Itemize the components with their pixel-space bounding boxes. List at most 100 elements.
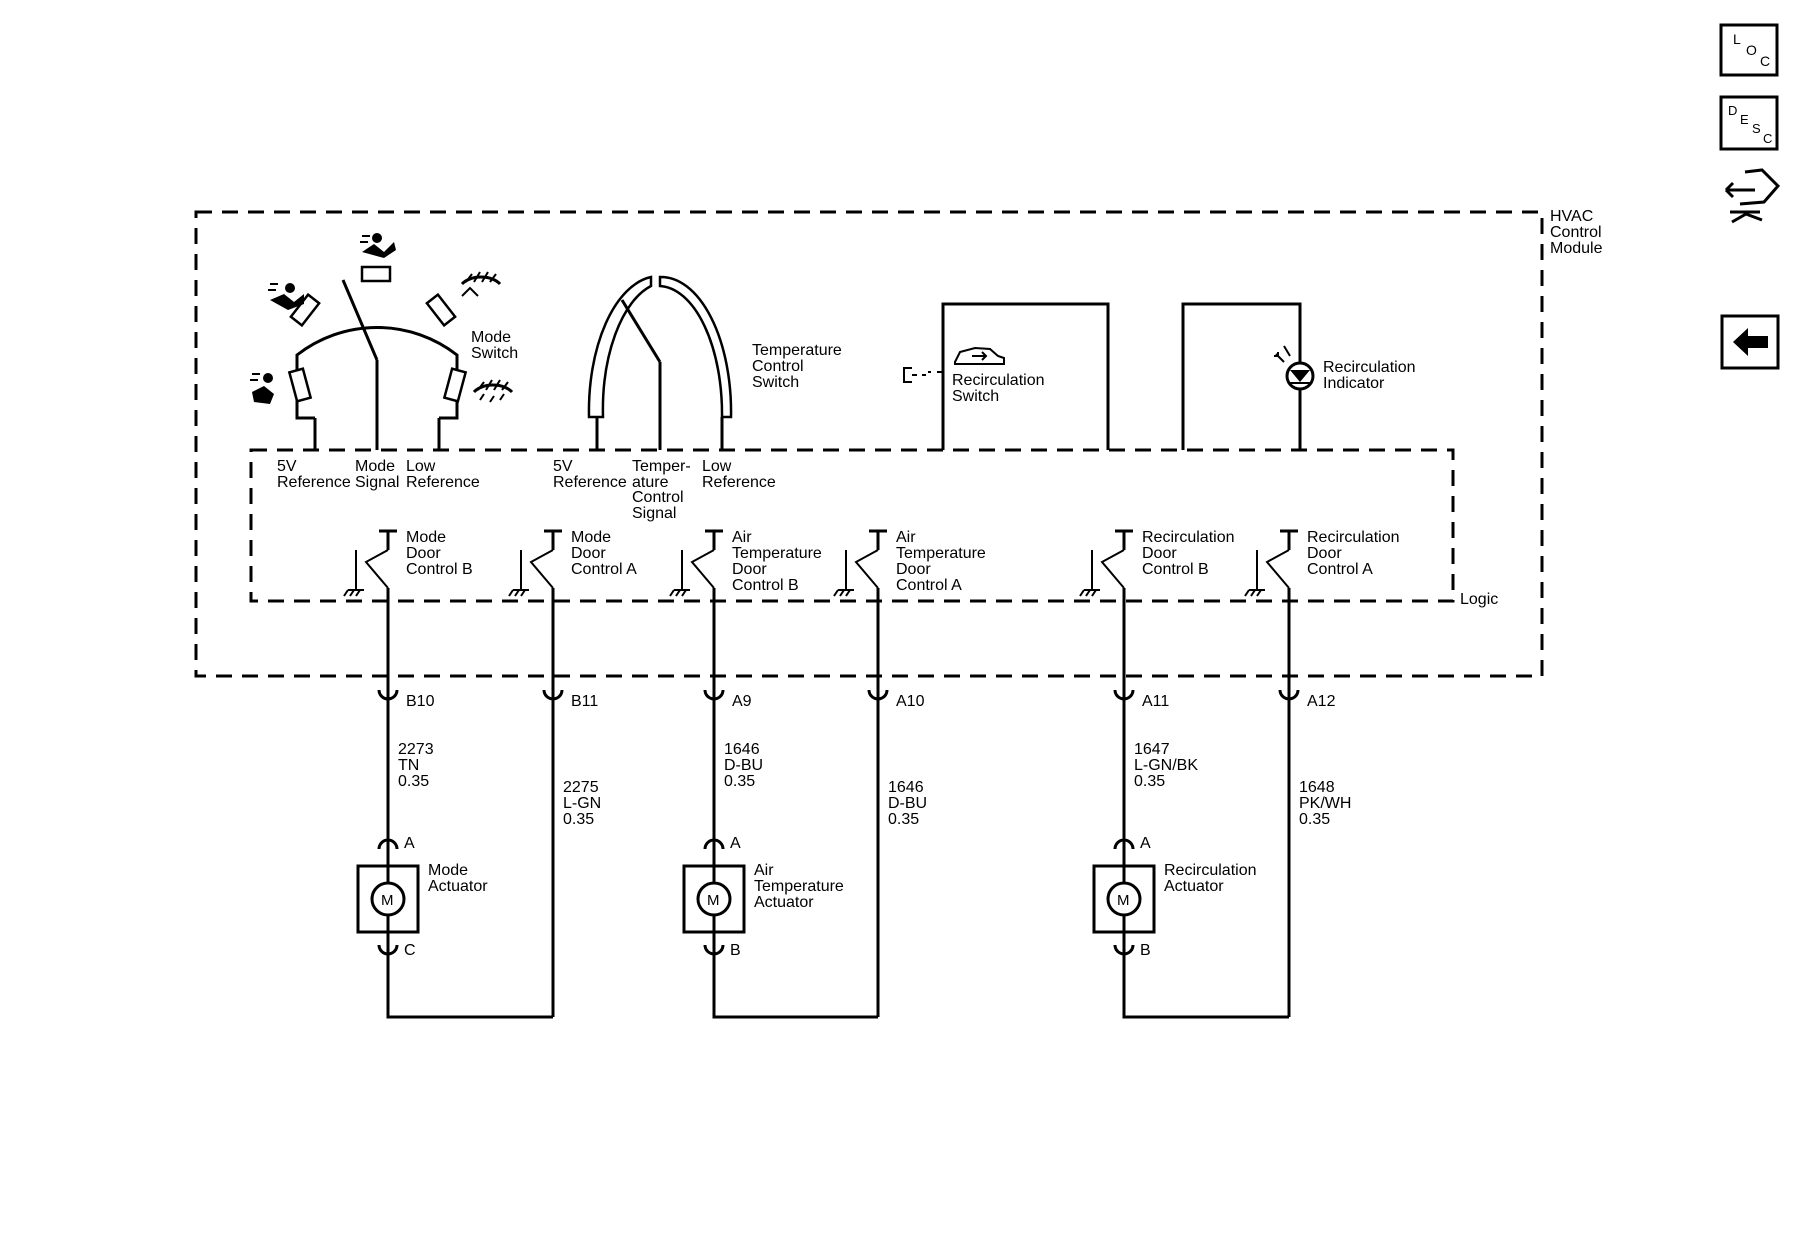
temp-pin-signal-line-2: ature (632, 474, 669, 491)
driver-label-line-3: Control A (1307, 561, 1373, 578)
driver-label-line-1: Mode (571, 529, 611, 546)
wire-color: TN (398, 757, 419, 774)
return-wire (712, 945, 878, 1019)
driver-label-line-1: Air (896, 529, 916, 546)
driver-label-line-3: Control B (406, 561, 473, 578)
temp-pin-low-line-1: Low (702, 458, 732, 475)
back-button[interactable] (1720, 314, 1780, 370)
hvac-module-outline (194, 210, 1544, 678)
temp-pin-signal-line-4: Signal (632, 505, 676, 522)
pin-label: A12 (1307, 693, 1336, 710)
driver-label-line-2: Temperature (896, 545, 986, 562)
driver-label-line-3: Door (732, 561, 767, 578)
mode-pin-signal-line-2: Signal (355, 474, 399, 491)
ground-icon (343, 589, 364, 597)
ground-icon (669, 589, 690, 597)
temp-switch-label-line-1: Temperature (752, 342, 842, 359)
motor-letter: M (1117, 892, 1130, 909)
temp-switch-label-line-3: Switch (752, 374, 799, 391)
actuator-pin-top-label: A (1140, 835, 1151, 852)
actuator-pin-top-label: A (404, 835, 415, 852)
temp-pin-5v-line-1: 5V (553, 458, 573, 475)
connector-icon[interactable] (1724, 168, 1781, 224)
return-wire (1122, 945, 1289, 1019)
mode-switch-label-line-2: Switch (471, 345, 518, 362)
pin-label: B10 (406, 693, 435, 710)
switch-arm (690, 549, 715, 589)
module-name-line-3: Module (1550, 240, 1603, 257)
desc-button[interactable]: D E S C (1719, 95, 1779, 151)
defrost-icon (472, 379, 514, 403)
actuator-pin-bottom-label: B (1140, 942, 1151, 959)
wire-color: L-GN/BK (1134, 757, 1198, 774)
recirc-switch-label-line-1: Recirculation (952, 372, 1044, 389)
driver-label-line-4: Control B (732, 577, 799, 594)
mode-pin-low-line-2: Reference (406, 474, 480, 491)
mode-pin-5v-line-2: Reference (277, 474, 351, 491)
switch-arm (364, 549, 389, 589)
actuator-name-line-1: Recirculation (1164, 862, 1256, 879)
driver-label-line-2: Temperature (732, 545, 822, 562)
wire-color: L-GN (563, 795, 601, 812)
loc-button[interactable]: L O C (1719, 23, 1779, 77)
switch-arm (1100, 549, 1125, 589)
mode-switch: Mode Switch 5V Reference Mode Signal Low… (250, 233, 518, 491)
return-wire (386, 945, 553, 1019)
wire-color: PK/WH (1299, 795, 1351, 812)
actuator-name-line-2: Temperature (754, 878, 844, 895)
recirculation-switch: Recirculation Switch (903, 302, 1110, 450)
driver-label-line-2: Door (406, 545, 441, 562)
temp-pin-signal-line-3: Control (632, 489, 684, 506)
motor-letter: M (707, 892, 720, 909)
back-arrow-icon (1733, 328, 1768, 356)
driver-label-line-2: Door (1142, 545, 1177, 562)
wire-color: D-BU (888, 795, 927, 812)
light-rays-icon (1274, 345, 1291, 363)
driver-label-line-2: Door (1307, 545, 1342, 562)
driver-label-line-3: Control B (1142, 561, 1209, 578)
vent-icon (360, 233, 396, 258)
wire-circuit-number: 1646 (724, 741, 760, 758)
driver-label-line-4: Control A (896, 577, 962, 594)
wire-circuit-number: 1647 (1134, 741, 1170, 758)
bilevel-icon (268, 283, 304, 310)
actuator-name-line-3: Actuator (754, 894, 814, 911)
temp-switch-label-line-2: Control (752, 358, 804, 375)
loc-letter-l: L (1733, 31, 1741, 47)
wire-gauge: 0.35 (563, 811, 594, 828)
driver-label-line-1: Mode (406, 529, 446, 546)
recirc-switch-label-line-2: Switch (952, 388, 999, 405)
module-name-line-1: HVAC (1550, 208, 1593, 225)
wire-circuit-number: 1648 (1299, 779, 1335, 796)
switch-arm (529, 549, 554, 589)
recirc-indicator-label-line-2: Indicator (1323, 375, 1385, 392)
motor-letter: M (381, 892, 394, 909)
desc-letter-e: E (1740, 112, 1749, 127)
wire-gauge: 0.35 (1134, 773, 1165, 790)
driver-label-line-3: Control A (571, 561, 637, 578)
defog-icon (460, 271, 502, 297)
temp-pin-5v-line-2: Reference (553, 474, 627, 491)
driver-label-line-1: Air (732, 529, 752, 546)
mode-pin-signal-line-1: Mode (355, 458, 395, 475)
actuator-name-line-1: Air (754, 862, 774, 879)
desc-letter-c: C (1763, 131, 1772, 146)
driver-label-line-1: Recirculation (1307, 529, 1399, 546)
temp-pin-signal-line-1: Temper- (632, 458, 691, 475)
actuator-name-line-1: Mode (428, 862, 468, 879)
